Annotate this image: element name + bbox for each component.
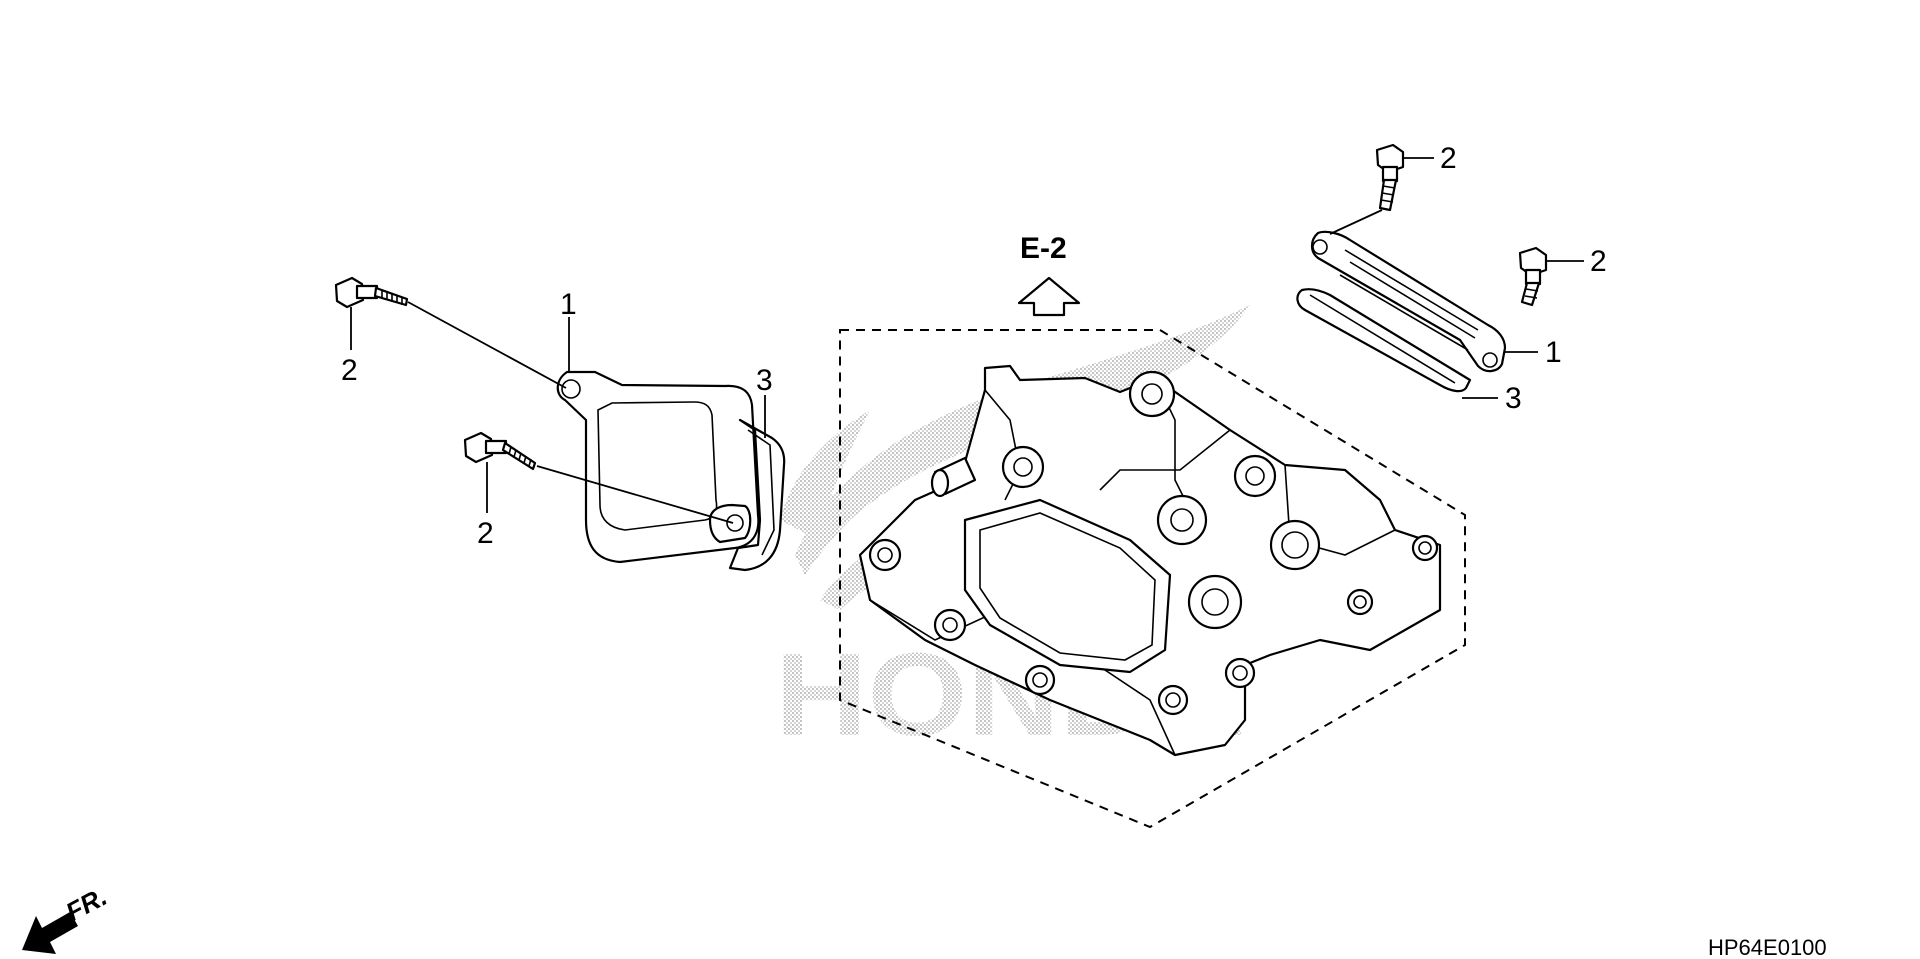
callout-right-bolt-upper: 2 bbox=[1440, 142, 1457, 175]
left-bolt-upper bbox=[334, 276, 409, 309]
left-bolt-lower bbox=[463, 431, 537, 471]
callout-right-cover: 1 bbox=[1545, 336, 1562, 369]
reference-arrow-icon bbox=[1017, 276, 1081, 317]
drawing-code: HP64E0100 bbox=[1708, 935, 1827, 959]
leader-left-bolt-upper bbox=[407, 301, 567, 389]
right-gasket bbox=[1296, 288, 1472, 393]
right-cover-plate bbox=[1310, 230, 1507, 373]
leader-left-bolt-lower bbox=[536, 465, 734, 524]
front-arrow-icon bbox=[22, 912, 78, 954]
callout-right-gasket: 3 bbox=[1505, 382, 1522, 415]
callout-left-cover: 1 bbox=[560, 288, 577, 321]
left-cover-plate bbox=[556, 370, 760, 564]
left-gasket bbox=[728, 418, 786, 572]
callout-left-gasket: 3 bbox=[756, 364, 773, 397]
reference-label: E-2 bbox=[1020, 232, 1067, 265]
assembly-outline bbox=[839, 329, 1466, 829]
right-bolt-upper bbox=[1375, 143, 1405, 212]
callout-right-bolt-lower: 2 bbox=[1590, 245, 1607, 278]
front-direction-indicator: FR. bbox=[22, 881, 112, 954]
callout-left-bolt-lower: 2 bbox=[477, 517, 494, 550]
leader-right-bolt-upper-to-cover bbox=[1329, 209, 1383, 235]
callout-left-bolt-upper: 2 bbox=[341, 354, 358, 387]
right-bolt-lower bbox=[1518, 246, 1548, 307]
manifold-body bbox=[858, 364, 1442, 757]
